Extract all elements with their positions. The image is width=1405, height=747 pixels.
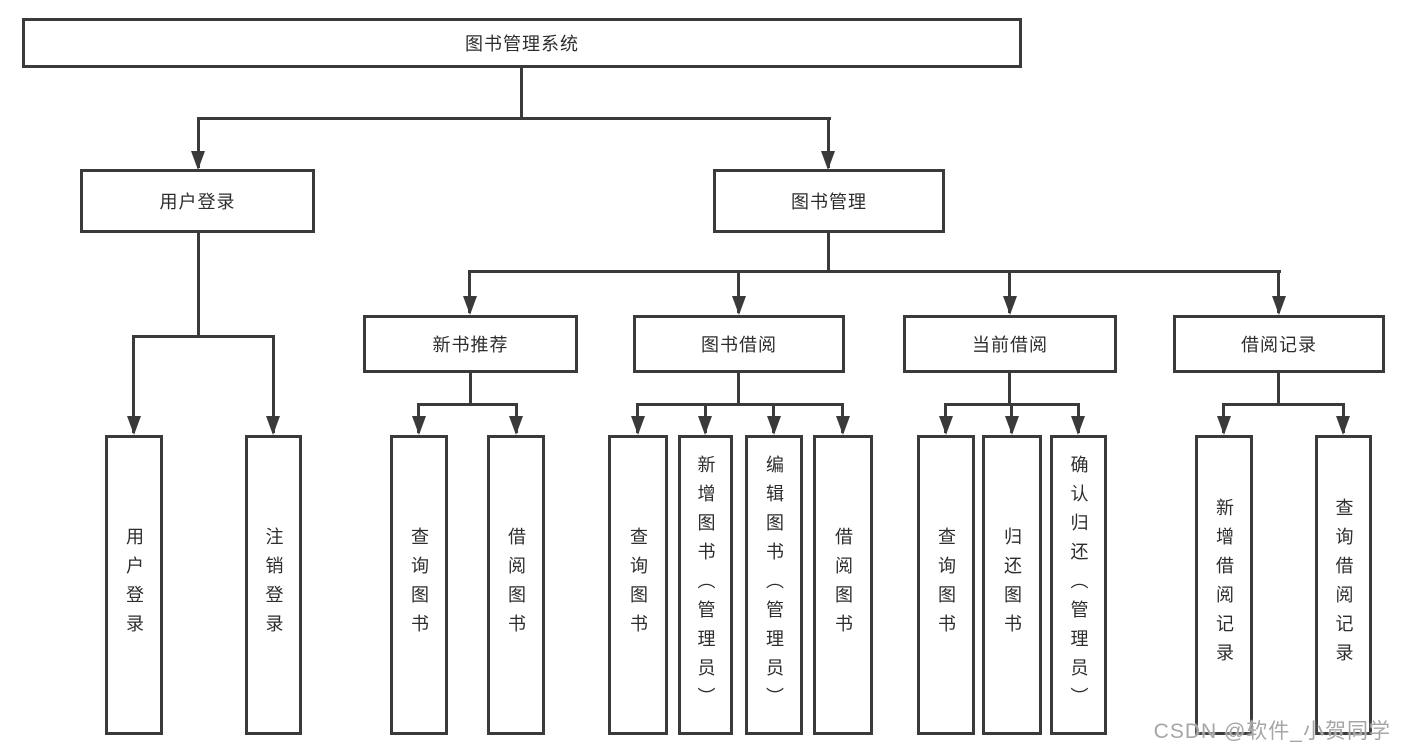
- leaf-query-books-3: 查询图书: [917, 435, 975, 735]
- connector: [827, 117, 830, 168]
- node-user-login: 用户登录: [80, 169, 315, 233]
- arrowhead-down: [1217, 416, 1231, 435]
- leaf-user-login: 用户登录: [105, 435, 163, 735]
- leaf-query-books-2: 查询图书: [608, 435, 668, 735]
- arrowhead-down: [412, 416, 426, 435]
- arrowhead-down: [127, 416, 141, 435]
- connector: [197, 117, 200, 168]
- arrowhead-down: [191, 151, 205, 170]
- arrowhead-down: [767, 416, 781, 435]
- arrowhead-down: [1071, 416, 1085, 435]
- node-new-book-recommend: 新书推荐: [363, 315, 578, 373]
- connector: [132, 335, 275, 338]
- arrowhead-down: [939, 416, 953, 435]
- node-borrow-records-label: 借阅记录: [1241, 335, 1317, 355]
- connector: [827, 233, 830, 272]
- connector: [1277, 270, 1280, 313]
- arrowhead-down: [631, 416, 645, 435]
- arrowhead-down: [698, 416, 712, 435]
- node-book-borrow: 图书借阅: [633, 315, 845, 373]
- node-current-borrow-label: 当前借阅: [972, 335, 1048, 355]
- leaf-query-books-2-label: 查询图书: [628, 527, 648, 643]
- arrowhead-down: [836, 416, 850, 435]
- leaf-borrow-books-1-label: 借阅图书: [506, 527, 526, 643]
- connector: [197, 117, 831, 120]
- connector: [132, 335, 135, 433]
- connector: [197, 233, 200, 337]
- leaf-confirm-return-admin-label: 确认归还（管理员）: [1068, 454, 1089, 716]
- leaf-add-borrow-record-label: 新增借阅记录: [1214, 498, 1234, 672]
- leaf-logout: 注销登录: [245, 435, 302, 735]
- node-book-management: 图书管理: [713, 169, 945, 233]
- leaf-confirm-return-admin: 确认归还（管理员）: [1050, 435, 1107, 735]
- node-new-book-recommend-label: 新书推荐: [432, 335, 509, 355]
- leaf-add-borrow-record: 新增借阅记录: [1195, 435, 1253, 735]
- leaf-return-books: 归还图书: [982, 435, 1042, 735]
- connector: [272, 335, 275, 433]
- connector: [1222, 403, 1345, 406]
- node-current-borrow: 当前借阅: [903, 315, 1117, 373]
- leaf-query-borrow-record: 查询借阅记录: [1315, 435, 1372, 735]
- leaf-query-books-3-label: 查询图书: [936, 527, 956, 643]
- leaf-borrow-books-1: 借阅图书: [487, 435, 545, 735]
- connector: [468, 270, 1281, 273]
- node-root-label: 图书管理系统: [465, 34, 579, 54]
- connector: [1277, 373, 1280, 406]
- connector: [737, 270, 740, 313]
- leaf-add-book-admin: 新增图书（管理员）: [678, 435, 733, 735]
- arrowhead-down: [463, 296, 477, 315]
- arrowhead-down: [1336, 416, 1350, 435]
- arrowhead-down: [821, 151, 835, 170]
- arrowhead-down: [1003, 296, 1017, 315]
- connector: [1008, 270, 1011, 313]
- connector: [1008, 373, 1011, 406]
- leaf-return-books-label: 归还图书: [1002, 527, 1022, 643]
- connector: [468, 270, 471, 313]
- node-user-login-label: 用户登录: [159, 192, 236, 212]
- connector: [469, 373, 472, 406]
- watermark: CSDN @软件_小贺同学: [1153, 720, 1391, 743]
- node-book-management-label: 图书管理: [791, 192, 867, 212]
- leaf-query-books-1-label: 查询图书: [409, 527, 429, 643]
- leaf-borrow-books-2-label: 借阅图书: [833, 527, 853, 643]
- leaf-borrow-books-2: 借阅图书: [813, 435, 873, 735]
- arrowhead-down: [732, 296, 746, 315]
- arrowhead-down: [509, 416, 523, 435]
- leaf-query-books-1: 查询图书: [390, 435, 448, 735]
- connector: [636, 403, 844, 406]
- leaf-logout-label: 注销登录: [263, 527, 284, 643]
- arrowhead-down: [1005, 416, 1019, 435]
- leaf-edit-book-admin: 编辑图书（管理员）: [745, 435, 803, 735]
- leaf-user-login-label: 用户登录: [124, 527, 144, 643]
- leaf-edit-book-admin-label: 编辑图书（管理员）: [764, 454, 784, 716]
- node-root: 图书管理系统: [22, 18, 1022, 68]
- leaf-add-book-admin-label: 新增图书（管理员）: [695, 454, 716, 716]
- node-borrow-records: 借阅记录: [1173, 315, 1385, 373]
- leaf-query-borrow-record-label: 查询借阅记录: [1333, 498, 1354, 672]
- arrowhead-down: [266, 416, 280, 435]
- arrowhead-down: [1272, 296, 1286, 315]
- connector: [737, 373, 740, 406]
- node-book-borrow-label: 图书借阅: [701, 335, 777, 355]
- connector: [520, 68, 523, 120]
- connector: [417, 403, 518, 406]
